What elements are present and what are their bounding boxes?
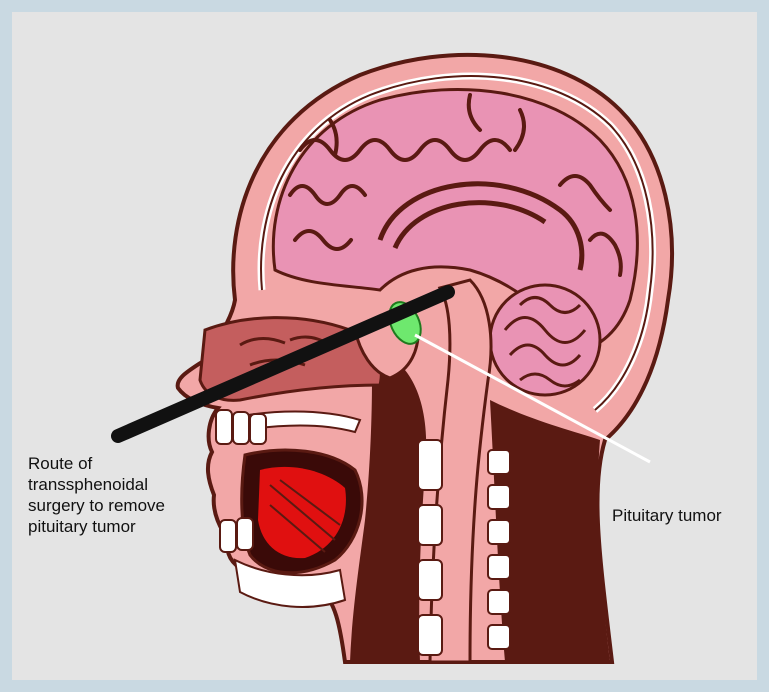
upper-teeth [216,410,266,444]
route-label-line-2: transsphenoidal [28,474,165,495]
route-label-line-4: pituitary tumor [28,516,165,537]
route-label-line-1: Route of [28,453,165,474]
surgical-route-label: Route of transsphenoidal surgery to remo… [28,453,165,537]
pituitary-tumor-label: Pituitary tumor [612,505,722,526]
route-label-line-3: surgery to remove [28,495,165,516]
lower-teeth [220,518,253,552]
